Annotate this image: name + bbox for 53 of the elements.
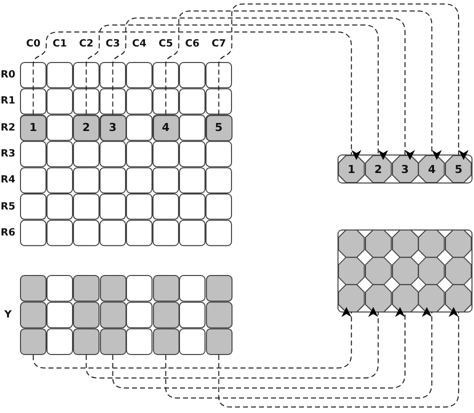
cell-number: 1 (348, 162, 356, 176)
column-label: C1 (52, 38, 67, 50)
row-label: R5 (0, 201, 16, 212)
row-label: R3 (0, 148, 16, 160)
row-label: Y (4, 310, 12, 320)
octagon-column (445, 230, 472, 312)
octagon-column (364, 230, 392, 312)
cell-number: 4 (162, 121, 170, 134)
dashed-arrow (218, 4, 469, 160)
cell-number: 5 (454, 162, 462, 176)
octagon-cell (418, 155, 446, 183)
dashed-arrow (218, 307, 460, 408)
shaded-column (152, 275, 179, 355)
dashed-arrow (165, 10, 442, 160)
cell-number: 4 (428, 162, 436, 176)
shaded-column (100, 275, 126, 355)
shaded-column (20, 275, 46, 355)
dashed-arrow (32, 32, 362, 160)
cell-number: 5 (214, 121, 223, 134)
octagon-column (338, 230, 365, 312)
octagon-column (418, 230, 446, 312)
selected-cell (73, 114, 100, 141)
row-label: R0 (0, 70, 16, 81)
column-label: C5 (158, 38, 173, 50)
dashed-arrow (86, 24, 388, 160)
cell-number: 2 (82, 121, 90, 134)
dashed-arrow (32, 307, 352, 368)
column-label: C4 (132, 38, 146, 50)
dashed-arrow (112, 18, 415, 160)
cell-number: 1 (29, 121, 38, 134)
octagon-column (392, 230, 418, 312)
dashed-arrow (165, 307, 432, 398)
shaded-column (206, 275, 232, 355)
dashed-arrow (112, 307, 406, 388)
column-label: C3 (106, 38, 120, 50)
cell-number: 3 (401, 162, 409, 176)
cell-number: 3 (108, 121, 117, 134)
selected-cell (20, 114, 46, 141)
column-label: C7 (212, 38, 226, 50)
dashed-arrow (86, 307, 379, 378)
selected-cell (152, 114, 179, 141)
column-label: C0 (26, 38, 40, 50)
shaded-column (73, 275, 100, 355)
selected-cell (100, 114, 126, 141)
row-label: R1 (0, 96, 16, 107)
cell-number: 2 (374, 162, 382, 176)
column-label: C6 (185, 38, 200, 50)
column-label: C2 (79, 38, 94, 50)
row-label: R6 (0, 227, 16, 238)
row-label: R2 (0, 122, 16, 134)
row-label: R4 (0, 174, 16, 186)
octagon-cell (364, 155, 392, 183)
selected-cell (206, 114, 232, 141)
